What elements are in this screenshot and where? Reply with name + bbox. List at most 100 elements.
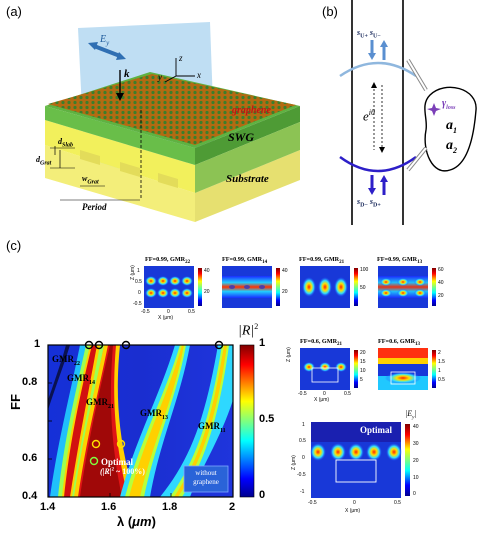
opt-ztick-4: -1 [300,489,305,495]
field-map-ff06-gmr13 [378,348,436,390]
cbar6-tick-3: 0.5 [438,377,445,383]
field-map-gmr21 [300,266,358,308]
cbar3-tick-1: 50 [360,285,366,291]
opt-xtick-0: -0.5 [308,500,317,506]
field-map-optimal [310,422,410,498]
cbar6-tick-2: 1 [438,368,441,374]
cbar4-tick-2: 20 [438,293,444,299]
opt-cbar-tick-0: 40 [413,424,419,430]
mode-label-gmr13: GMR13 [140,408,168,421]
phase-label: eiθ [363,108,375,124]
fm-ztick-3: 0 [138,290,141,296]
fm-xlabel-1: X (μm) [158,315,174,321]
optimal-note: (|R|2 ~ 100%) [100,467,145,476]
optimal-map-title: Optimal [360,425,393,435]
cbar5-tick-0: 20 [360,350,366,356]
panel-label-b: (b) [322,4,338,19]
fm-xtick-5b: 0 [323,391,326,397]
s-bottom-label: sD−sD+ [357,197,381,209]
opt-xtick-1: 0 [353,500,356,506]
w-grat-label: wGrat [82,174,99,186]
panel-label-a: (a) [6,4,22,19]
mode-label-gmr21: GMR21 [86,397,114,410]
opt-xlabel: X (μm) [345,508,361,514]
without-graphene-label: without graphene [193,469,219,486]
gamma-loss-label: γloss [442,98,456,111]
field-map-gmr13 [378,266,436,308]
axis-z-label: z [179,53,183,63]
panel-b-diagram [339,0,477,225]
cbar5-tick-1: 15 [360,359,366,365]
panel-a-diagram [45,22,300,222]
fm-xtick-5c: 0.5 [344,391,351,397]
e-field-label: Ey [100,34,110,47]
cbar2-tick-1: 20 [282,289,288,295]
main-ylabel: FF [8,394,23,410]
field-map-title-2: FF=0.99, GMR14 [222,256,268,266]
colorbar-title: |R|2 [238,322,259,339]
main-xtick-0: 1.4 [40,501,56,513]
main-xtick-3: 2 [229,501,236,513]
opt-cbar-tick-3: 10 [413,475,419,481]
main-ytick-3: 0.4 [22,490,38,502]
opt-ztick-1: 0.5 [299,438,306,444]
opt-cbar-tick-1: 30 [413,441,419,447]
graphene-label: graphene [232,105,271,116]
d-grat-label: dGrat [36,155,52,167]
field-map-gmr22 [144,266,202,308]
cbar6-tick-0: 2 [438,350,441,356]
field-map-ff06-gmr21 [300,348,358,390]
opt-cbar-tick-4: 0 [413,491,416,497]
main-ytick-0: 1 [34,338,41,350]
opt-ztick-3: -0.5 [297,472,306,478]
fm-xtick-2: 0 [167,309,170,315]
fm-xtick-5a: -0.5 [298,391,307,397]
cbar6-tick-1: 1.5 [438,359,445,365]
fm-ztick-4: -0.5 [133,301,142,307]
field-map-title-3: FF=0.99, GMR21 [299,256,345,266]
field-map-title-1: FF=0.99, GMR22 [145,256,191,266]
colorbar-tick-2: 0 [259,489,266,501]
fm-xlabel-5: X (μm) [314,397,330,403]
main-xlabel: λ (μm) [117,514,156,529]
axis-x-label: x [197,70,201,80]
opt-xtick-2: 0.5 [394,500,401,506]
colorbar-tick-0: 1 [259,337,266,349]
a1-label: a1 [446,118,457,135]
field-map-title-6: FF=0.6, GMR13 [378,338,421,348]
field-map-gmr14 [222,266,280,308]
s-top-label: sU+sU− [357,28,381,40]
opt-ztick-2: 0 [302,455,305,461]
cbar2-tick-0: 40 [282,268,288,274]
cbar4-tick-1: 40 [438,280,444,286]
fm-xtick-1: -0.5 [141,309,150,315]
panel-label-c: (c) [6,238,22,253]
main-xtick-2: 1.8 [162,501,178,513]
mode-label-gmr14: GMR14 [67,373,95,386]
optimal-label: Optimal [101,457,134,467]
substrate-label: Substrate [226,173,269,185]
d-slab-label: dSlab [58,137,74,149]
opt-cbar-tick-2: 20 [413,458,419,464]
fm-ztick-2: 0.5 [135,279,142,285]
colorbar-tick-1: 0.5 [259,413,275,425]
main-ytick-1: 0.8 [22,376,38,388]
optimal-cbar-title: |Ey| [405,409,417,421]
main-xtick-1: 1.6 [101,501,117,513]
cbar1-tick-1: 20 [204,289,210,295]
axis-y-label: y [158,72,162,82]
cbar1-tick-0: 40 [204,268,210,274]
k-label: k [124,68,130,80]
cbar4-tick-0: 60 [438,267,444,273]
field-map-title-4: FF=0.99, GMR13 [377,256,423,266]
swg-label: SWG [228,130,255,144]
field-map-title-5: FF=0.6, GMR21 [300,338,343,348]
cbar5-tick-2: 10 [360,368,366,374]
cbar5-tick-3: 5 [360,377,363,383]
period-label: Period [82,202,107,212]
fm-ztick-1: 1 [137,268,140,274]
main-ytick-2: 0.6 [22,452,38,464]
cbar3-tick-0: 100 [360,267,369,273]
